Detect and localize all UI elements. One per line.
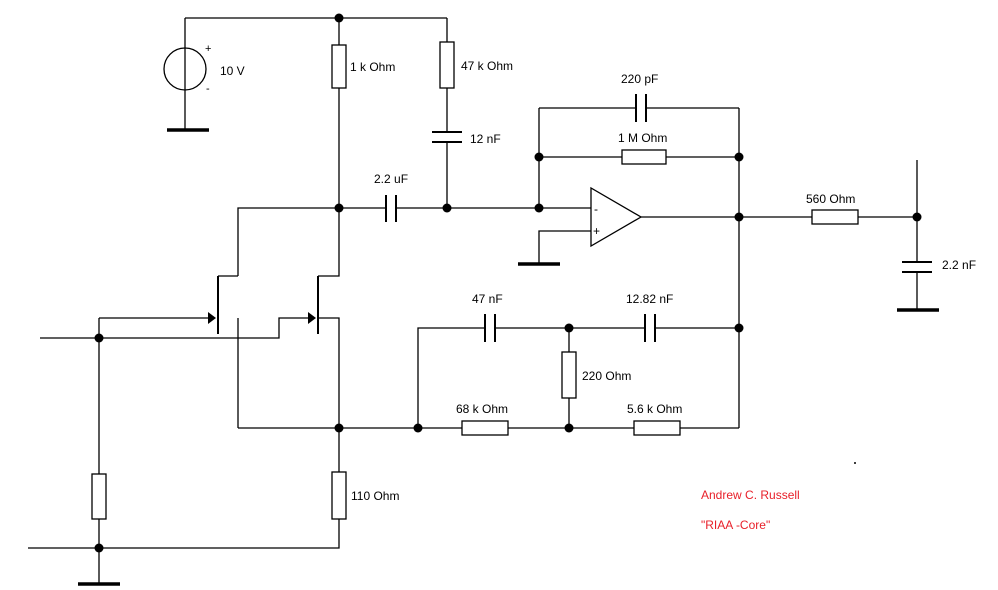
label-r-110: 110 Ohm	[351, 489, 399, 503]
junction-dots	[94, 13, 922, 553]
wires	[28, 17, 918, 584]
voltage-source: + - 10 V	[163, 43, 245, 95]
label-c-220pf: 220 pF	[621, 72, 658, 86]
label-c-12nf: 12 nF	[470, 132, 501, 146]
source-minus-label: -	[206, 83, 210, 95]
label-r-1k: 1 k Ohm	[350, 60, 395, 74]
capacitor-2u2	[385, 195, 397, 222]
opamp: - +	[590, 186, 643, 248]
label-r-47k: 47 k Ohm	[461, 59, 513, 73]
component-labels: 1 k Ohm 47 k Ohm 12 nF 2.2 uF 220 pF 1 M…	[350, 59, 976, 503]
source-voltage-label: 10 V	[220, 64, 245, 78]
capacitors	[385, 94, 932, 342]
capacitor-47nf	[484, 314, 496, 342]
label-c-47nf: 47 nF	[472, 292, 503, 306]
capacitor-12nf	[432, 131, 462, 143]
opamp-plus-label: +	[593, 224, 600, 238]
ground-symbols	[78, 128, 939, 586]
label-r-68k: 68 k Ohm	[456, 402, 508, 416]
resistor-input	[91, 473, 107, 520]
resistor-220	[561, 351, 577, 399]
label-c-2n2: 2.2 nF	[942, 258, 976, 272]
jfet-pair	[208, 276, 319, 334]
label-c-2u2: 2.2 uF	[374, 172, 408, 186]
author-credit: Andrew C. Russell	[701, 488, 800, 502]
capacitor-12n82	[644, 314, 656, 342]
source-plus-label: +	[205, 43, 211, 55]
capacitor-2n2	[902, 261, 932, 273]
credits: Andrew C. Russell "RIAA -Core"	[701, 488, 800, 532]
opamp-minus-label: -	[594, 202, 598, 216]
resistor-560	[811, 209, 859, 225]
label-c-12n82: 12.82 nF	[626, 292, 673, 306]
resistors	[91, 41, 859, 520]
resistor-5k6	[633, 420, 681, 436]
label-r-1m: 1 M Ohm	[618, 131, 667, 145]
label-r-220: 220 Ohm	[582, 369, 631, 383]
resistor-68k	[461, 420, 509, 436]
label-r-5k6: 5.6 k Ohm	[627, 402, 682, 416]
jfet-left-gate-arrow	[208, 312, 216, 324]
circuit-title: "RIAA -Core"	[701, 518, 770, 532]
resistor-47k	[439, 41, 455, 89]
label-r-560: 560 Ohm	[806, 192, 855, 206]
resistor-1k	[331, 44, 347, 89]
resistor-1m	[621, 149, 667, 165]
capacitor-220pf	[635, 94, 647, 122]
resistor-110	[331, 471, 347, 520]
jfet-right-gate-arrow	[308, 312, 316, 324]
